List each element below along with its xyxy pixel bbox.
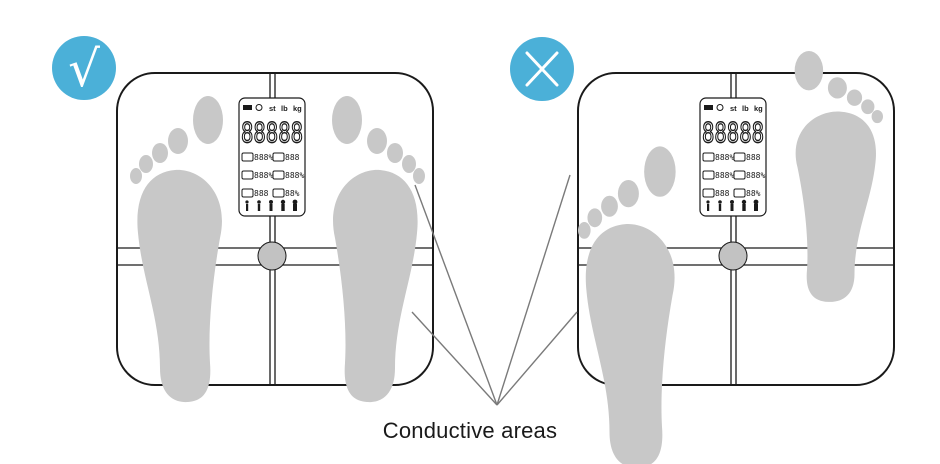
center-electrode [718, 241, 748, 271]
scale-correct [116, 72, 434, 403]
caption-conductive-areas: Conductive areas [382, 418, 558, 443]
cross-icon [525, 51, 559, 87]
lcd-display-correct [238, 97, 306, 217]
badge-correct: √ [52, 36, 116, 100]
lcd-display-incorrect [699, 97, 767, 217]
badge-incorrect [510, 37, 574, 101]
scale-incorrect [577, 50, 895, 464]
conductive-area-leaders [411, 174, 578, 406]
checkmark-icon: √ [68, 40, 100, 98]
center-electrode [257, 241, 287, 271]
